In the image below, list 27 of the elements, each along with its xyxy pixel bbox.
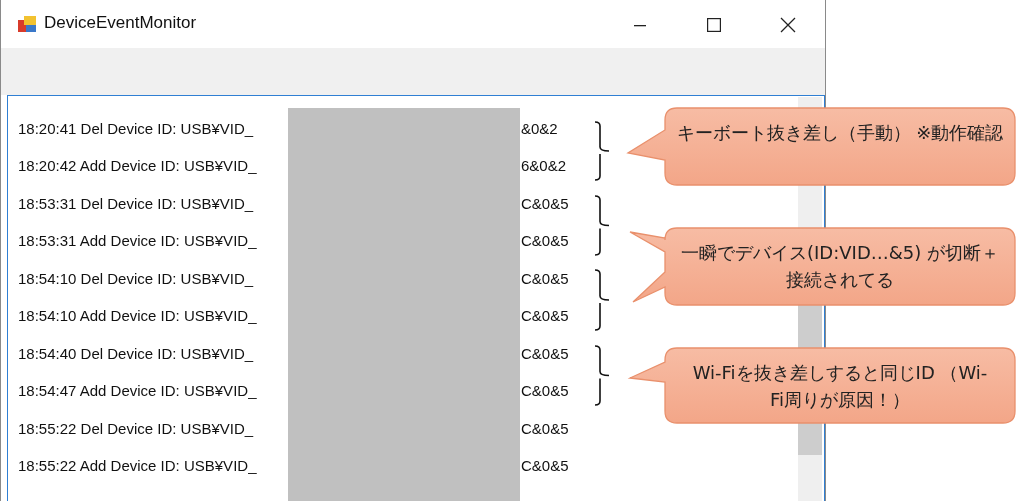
log-line-text: &0&2: [521, 120, 558, 138]
log-line-text: C&0&5: [521, 270, 569, 288]
callout-text: Wi-Fiを抜き差しすると同じID （Wi-Fi周りが原因！）: [691, 361, 989, 412]
log-line-text: 18:54:47 Add Device ID: USB¥VID_: [18, 382, 258, 400]
log-line-text: 18:54:10 Del Device ID: USB¥VID_: [18, 270, 255, 288]
log-line-text: C&0&5: [521, 420, 569, 438]
log-line-text: 18:54:10 Add Device ID: USB¥VID_: [18, 307, 258, 325]
log-line-text: 18:55:22 Add Device ID: USB¥VID_: [18, 457, 258, 475]
log-line-text: 18:53:31 Del Device ID: USB¥VID_: [18, 195, 255, 213]
log-line-text: 18:53:31 Add Device ID: USB¥VID_: [18, 232, 258, 250]
log-line-text: C&0&5: [521, 232, 569, 250]
log-line-text: 18:20:42 Add Device ID: USB¥VID_: [18, 157, 258, 175]
log-line-text: 18:55:22 Del Device ID: USB¥VID_: [18, 420, 255, 438]
log-line-text: C&0&5: [521, 345, 569, 363]
callout-bubble: [628, 108, 1015, 185]
callout-bubble: [630, 348, 1015, 423]
log-line-text: 18:20:41 Del Device ID: USB¥VID_: [18, 120, 255, 138]
log-line-text: C&0&5: [521, 457, 569, 475]
window-title: DeviceEventMonitor: [44, 13, 197, 33]
log-line-text: 6&0&2: [521, 157, 567, 175]
log-line-text: 18:54:40 Del Device ID: USB¥VID_: [18, 345, 255, 363]
callout-bubble: [630, 228, 1015, 305]
log-line-text: C&0&5: [521, 307, 569, 325]
callout-text: 一瞬でデバイス(ID:VID…&5) が切断＋接続されてる: [680, 241, 1000, 292]
callout-text: キーボート抜き差し（手動） ※動作確認: [675, 121, 1005, 145]
log-line-text: C&0&5: [521, 195, 569, 213]
log-line-text: C&0&5: [521, 382, 569, 400]
